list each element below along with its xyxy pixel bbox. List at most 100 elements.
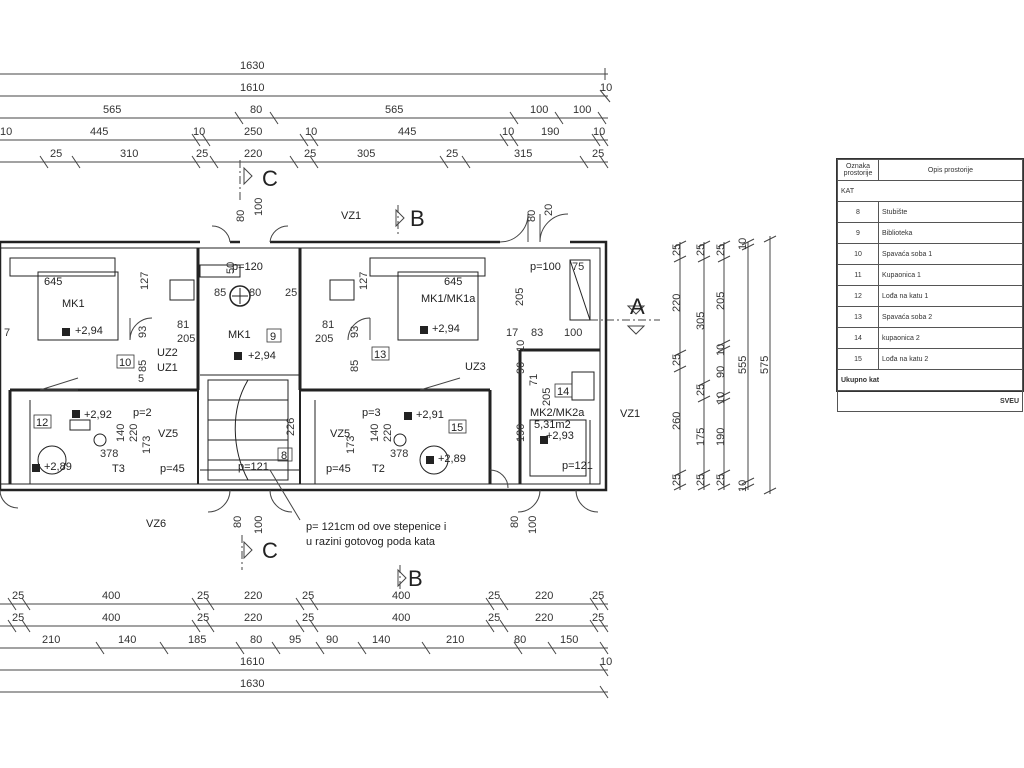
dim-right-c3-90: 90	[715, 366, 727, 378]
dim-in-90: 90	[515, 362, 527, 374]
legend-row-desc: Spavaća soba 2	[878, 306, 1023, 328]
elevation-292: +2,92	[84, 409, 112, 421]
dim-in-85-b: 85	[137, 360, 149, 372]
dim-in-140-b: 140	[369, 424, 381, 442]
section-marker-c-top: C	[239, 160, 278, 200]
dim-in-226: 226	[285, 418, 297, 436]
dim-bot-r3-210-b: 210	[446, 634, 464, 646]
label-mk1-center: MK1	[228, 329, 251, 341]
dim-top-25-e: 25	[592, 148, 604, 160]
dim-door-20-top-right: 20	[543, 204, 555, 216]
elevation-294-right: +2,94	[432, 323, 460, 335]
dim-top-445-b: 445	[398, 126, 416, 138]
top-dimension-lines	[0, 73, 608, 163]
dim-door-80-top-right: 80	[526, 210, 538, 222]
legend-row-num: 10	[837, 243, 879, 265]
dim-top-10-d: 10	[502, 126, 514, 138]
building-walls	[0, 240, 608, 492]
dim-in-85: 85	[214, 287, 226, 299]
dim-bot-r1-400-a: 400	[102, 590, 120, 602]
dim-in-81-b: 81	[322, 319, 334, 331]
section-marker-b-bottom: B	[397, 565, 423, 595]
bottom-dimension-lines	[0, 597, 609, 699]
stair-note-line-2: u razini gotovog poda kata	[306, 536, 436, 548]
label-p45-left: p=45	[160, 463, 185, 475]
door-swings	[0, 213, 599, 513]
label-p100: p=100	[530, 261, 561, 273]
label-uz2: UZ2	[157, 347, 178, 359]
dim-in-190: 190	[515, 424, 527, 442]
legend-row-num: 8	[837, 201, 879, 223]
dim-right-c1-260: 260	[671, 412, 683, 430]
dim-in-205-d: 205	[541, 388, 553, 406]
dim-right-c2-175: 175	[695, 428, 707, 446]
legend-row-num: 12	[837, 285, 879, 307]
note-leader	[269, 469, 301, 521]
room-number-boxes	[33, 328, 573, 462]
legend-row: 10 Spavaća soba 1	[837, 243, 1023, 265]
stair-note-line-1: p= 121cm od ove stepenice i	[306, 521, 446, 533]
dim-top-10-e: 10	[593, 126, 605, 138]
legend-row-desc: kupaonica 2	[878, 327, 1023, 349]
legend-row: 8 Stubište	[837, 201, 1023, 223]
legend-row: 12 Lođa na katu 1	[837, 285, 1023, 307]
dim-in-25: 25	[285, 287, 297, 299]
legend-svega-row: SVEU	[837, 390, 1023, 412]
dim-bot-r3-140-b: 140	[372, 634, 390, 646]
dim-top-total-1630: 1630	[240, 60, 264, 72]
legend-header-row: Oznaka prostorije Opis prostorije	[837, 159, 1023, 181]
dim-right-c3-25-b: 25	[715, 474, 727, 486]
label-mk1-left: MK1	[62, 298, 85, 310]
legend-svega: SVEU	[837, 390, 1023, 412]
dim-right-c2-25-a: 25	[695, 244, 707, 256]
dim-in-378-b: 378	[390, 448, 408, 460]
room-number-10: 10	[119, 357, 131, 369]
legend-row-num: 14	[837, 327, 879, 349]
legend-row-desc: Biblioteka	[878, 222, 1023, 244]
legend-row: 9 Biblioteka	[837, 222, 1023, 244]
legend-row-desc: Kupaonica 1	[878, 264, 1023, 286]
section-marker-b-top: B	[395, 205, 425, 235]
room-number-13: 13	[374, 349, 386, 361]
dim-in-10: 10	[515, 340, 527, 352]
dim-right-c3-25-a: 25	[715, 244, 727, 256]
dim-right-c5-575: 575	[759, 356, 771, 374]
dim-right-c2-305: 305	[695, 312, 707, 330]
dim-top-305: 305	[357, 148, 375, 160]
dim-right-c4-555: 555	[737, 356, 749, 374]
label-uz1: UZ1	[157, 362, 178, 374]
legend-kat: KAT	[837, 180, 1023, 202]
label-t3: T3	[112, 463, 125, 475]
label-mk2: MK2/MK2a	[530, 407, 585, 419]
dim-bot-r3-95: 95	[289, 634, 301, 646]
elevation-294-left: +2,94	[75, 325, 103, 337]
top-dimension-ticks	[39, 68, 611, 169]
dim-in-85-c: 85	[349, 360, 361, 372]
dim-in-5: 5	[138, 373, 144, 385]
label-vz6: VZ6	[146, 518, 166, 530]
dim-top-190: 190	[541, 126, 559, 138]
dim-door-100-bottom-right: 100	[527, 516, 539, 534]
legend-kat-row: KAT	[837, 180, 1023, 202]
label-vz1-top: VZ1	[341, 210, 361, 222]
legend-row-desc: Lođa na katu 1	[878, 285, 1023, 307]
dim-right-c3-10-a: 10	[715, 344, 727, 356]
dim-top-10-b: 10	[193, 126, 205, 138]
dim-bot-r3-185: 185	[188, 634, 206, 646]
dim-top-25-b: 25	[196, 148, 208, 160]
dim-in-378-a: 378	[100, 448, 118, 460]
dim-bot-1610: 1610	[240, 656, 264, 668]
dim-bot-r2-400-a: 400	[102, 612, 120, 624]
label-t2: T2	[372, 463, 385, 475]
room-number-12: 12	[36, 417, 48, 429]
legend-row: 11 Kupaonica 1	[837, 264, 1023, 286]
elevation-293: +2,93	[546, 430, 574, 442]
label-p3: p=3	[362, 407, 381, 419]
dim-right-c1-25-b: 25	[671, 354, 683, 366]
dim-top-10: 10	[600, 82, 612, 94]
dim-right-c4-10-b: 10	[737, 480, 749, 492]
dim-right-c1-220: 220	[671, 294, 683, 312]
dim-bot-r2-220-a: 220	[244, 612, 262, 624]
label-645-left: 645	[44, 276, 62, 288]
dim-bot-r2-25-a: 25	[12, 612, 24, 624]
